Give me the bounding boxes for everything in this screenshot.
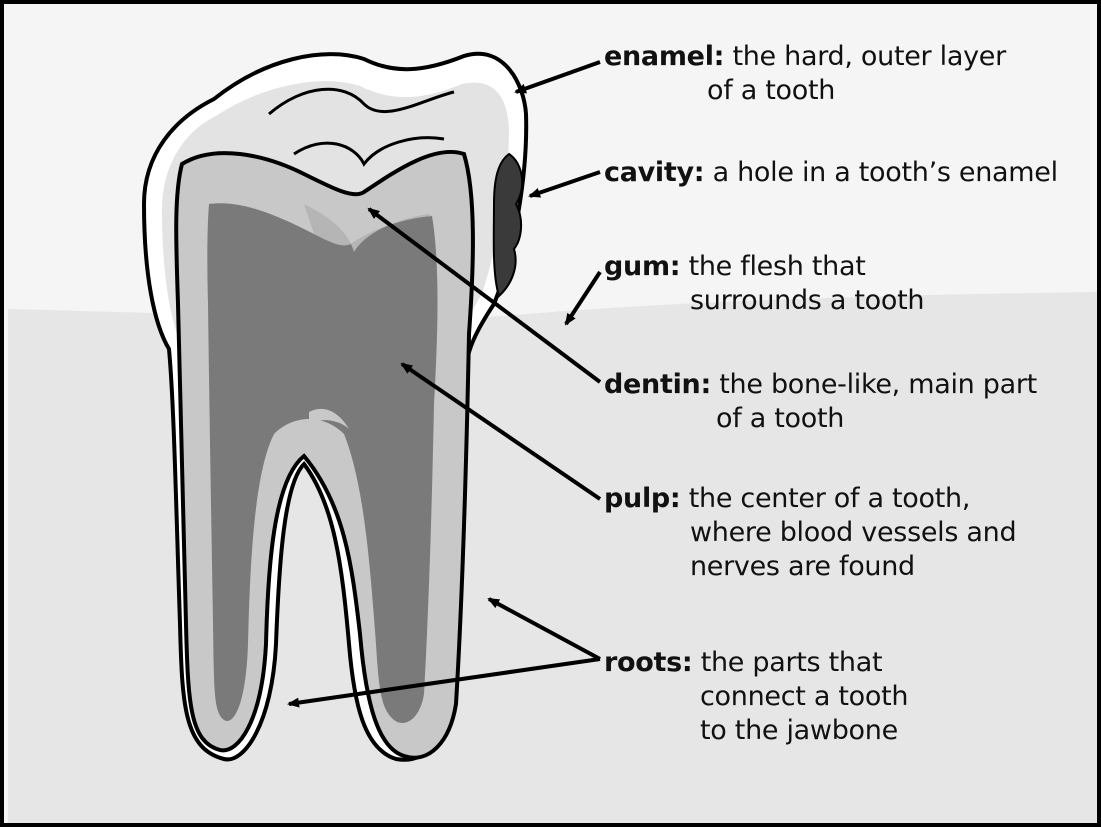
pulp-def-line3: nerves are found: [604, 550, 1016, 584]
cavity-arrow: [530, 172, 600, 196]
cavity-term: cavity:: [604, 157, 704, 188]
pulp-term: pulp:: [604, 483, 680, 514]
gum-label: gum: the flesh that surrounds a tooth: [604, 250, 924, 318]
roots-label: roots: the parts that connect a tooth to…: [604, 646, 908, 748]
enamel-def-line2: of a tooth: [604, 74, 1006, 108]
roots-def-line1: the parts that: [701, 647, 883, 678]
enamel-arrow: [516, 62, 600, 92]
gum-term: gum:: [604, 251, 680, 282]
pulp-label: pulp: the center of a tooth, where blood…: [604, 482, 1016, 584]
dentin-def-line2: of a tooth: [604, 402, 1037, 436]
pulp-def-line1: the center of a tooth,: [689, 483, 970, 514]
gum-def-line1: the flesh that: [689, 251, 866, 282]
roots-def-line3: to the jawbone: [604, 714, 908, 748]
pulp-def-line2: where blood vessels and: [604, 516, 1016, 550]
cavity-shape: [494, 154, 522, 296]
dentin-term: dentin:: [604, 369, 711, 400]
enamel-def-line1: the hard, outer layer: [732, 41, 1005, 72]
roots-term: roots:: [604, 647, 692, 678]
dentin-label: dentin: the bone-like, main part of a to…: [604, 368, 1037, 436]
gum-def-line2: surrounds a tooth: [604, 284, 924, 318]
cavity-label: cavity: a hole in a tooth’s enamel: [604, 156, 1058, 190]
cavity-def-line1: a hole in a tooth’s enamel: [713, 157, 1058, 188]
enamel-label: enamel: the hard, outer layer of a tooth: [604, 40, 1006, 108]
roots-def-line2: connect a tooth: [604, 680, 908, 714]
enamel-term: enamel:: [604, 41, 724, 72]
dentin-def-line1: the bone-like, main part: [719, 369, 1037, 400]
